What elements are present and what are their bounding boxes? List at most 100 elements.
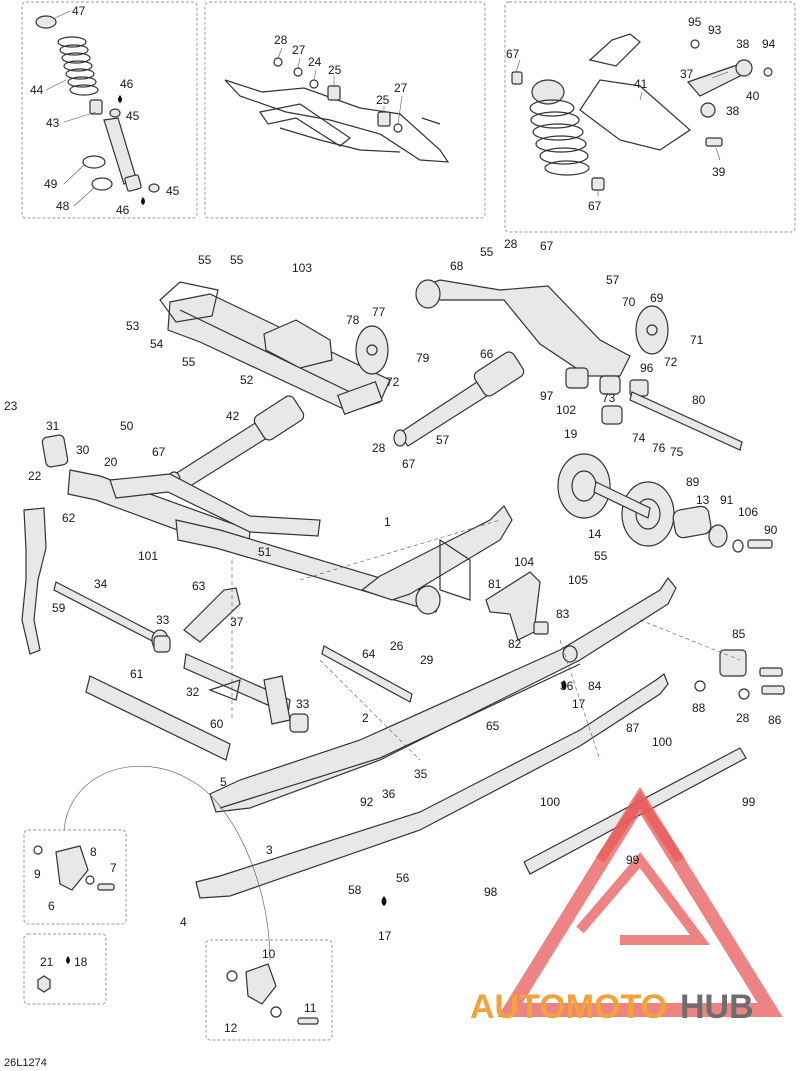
slide-rail-2: [209, 576, 677, 813]
callout-67: 67: [540, 239, 554, 253]
callout-66: 66: [480, 347, 494, 361]
inset-arm-assembly: [204, 1, 486, 219]
callout-40: 40: [746, 89, 760, 103]
callout-86: 86: [768, 713, 782, 727]
callout-46: 46: [120, 77, 134, 91]
callout-26: 26: [390, 639, 404, 653]
watermark-text-orange: AUTOMOTO: [470, 988, 667, 1026]
callout-103: 103: [292, 261, 312, 275]
wheels-19-89: [557, 453, 773, 553]
callout-87: 87: [626, 721, 640, 735]
callout-28: 28: [736, 711, 750, 725]
callout-76: 76: [652, 441, 666, 455]
inset-rear-shock-linkage: [504, 1, 796, 233]
callout-72: 72: [664, 355, 678, 369]
callout-32: 32: [186, 685, 200, 699]
callout-30: 30: [76, 443, 90, 457]
bracket-81-104: [485, 571, 549, 641]
callout-8: 8: [90, 845, 97, 859]
callout-71: 71: [690, 333, 704, 347]
callout-22: 22: [28, 469, 42, 483]
callout-59: 59: [52, 601, 66, 615]
callout-27: 27: [292, 43, 306, 57]
callout-70: 70: [622, 295, 636, 309]
callout-55: 55: [182, 355, 196, 369]
callout-82: 82: [508, 637, 522, 651]
callout-67: 67: [152, 445, 166, 459]
callout-14: 14: [588, 527, 602, 541]
callout-57: 57: [606, 273, 620, 287]
callout-96: 96: [640, 361, 654, 375]
callout-25: 25: [376, 93, 390, 107]
callout-78: 78: [346, 313, 360, 327]
callout-81: 81: [488, 577, 502, 591]
callout-20: 20: [104, 455, 118, 469]
callout-37: 37: [230, 615, 244, 629]
callout-67: 67: [402, 457, 416, 471]
callout-50: 50: [120, 419, 134, 433]
slide-rail-3: [195, 673, 669, 899]
callout-67: 67: [506, 47, 520, 61]
callout-101: 101: [138, 549, 158, 563]
arm-37-32-33: [153, 587, 309, 733]
callout-7: 7: [110, 861, 117, 875]
idler-wheels-77-69: [355, 305, 669, 375]
callout-79: 79: [416, 351, 430, 365]
callout-41: 41: [634, 77, 648, 91]
callout-39: 39: [712, 165, 726, 179]
callout-19: 19: [564, 427, 578, 441]
callout-38: 38: [726, 104, 740, 118]
callout-88: 88: [692, 701, 706, 715]
callout-36: 36: [382, 787, 396, 801]
callout-58: 58: [348, 883, 362, 897]
callout-17: 17: [378, 929, 392, 943]
callout-45: 45: [166, 184, 180, 198]
watermark-logo: AUTOMOTO HUB: [470, 786, 783, 1026]
callout-24: 24: [308, 55, 322, 69]
callout-23: 23: [4, 399, 18, 413]
callout-99: 99: [626, 853, 640, 867]
callout-47: 47: [72, 4, 86, 18]
callout-35: 35: [414, 767, 428, 781]
bellows: [529, 79, 590, 176]
callout-77: 77: [372, 305, 386, 319]
callout-55: 55: [198, 253, 212, 267]
callout-99: 99: [742, 795, 756, 809]
callout-55: 55: [480, 245, 494, 259]
callout-5: 5: [220, 775, 227, 789]
callout-93: 93: [708, 23, 722, 37]
callout-55: 55: [230, 253, 244, 267]
callout-63: 63: [192, 579, 206, 593]
callout-56: 56: [396, 871, 410, 885]
callout-38: 38: [736, 37, 750, 51]
callout-12: 12: [224, 1021, 238, 1035]
callout-60: 60: [210, 717, 224, 731]
callout-17: 17: [572, 697, 586, 711]
callout-18: 18: [74, 955, 88, 969]
callout-51: 51: [258, 545, 272, 559]
callout-65: 65: [486, 719, 500, 733]
callout-21: 21: [40, 955, 54, 969]
callout-labels: 47 44 46 45 43 49 48 45 46 28 27 24 25 2…: [4, 4, 782, 1069]
callout-11: 11: [304, 1001, 317, 1015]
callout-31: 31: [46, 419, 60, 433]
callout-46: 46: [116, 203, 130, 217]
callout-68: 68: [450, 259, 464, 273]
callout-52: 52: [240, 373, 254, 387]
diagram-code: 26L1274: [4, 1057, 47, 1069]
callout-75: 75: [670, 445, 684, 459]
callout-95: 95: [688, 15, 702, 29]
callout-85: 85: [732, 627, 746, 641]
callout-102: 102: [556, 403, 576, 417]
callout-74: 74: [632, 431, 646, 445]
axle-80: [629, 391, 743, 451]
callout-36: 36: [560, 679, 574, 693]
callout-64: 64: [362, 647, 376, 661]
callout-37: 37: [680, 67, 694, 81]
callout-4: 4: [180, 915, 187, 929]
callout-80: 80: [692, 393, 706, 407]
callout-98: 98: [484, 885, 498, 899]
callout-94: 94: [762, 37, 776, 51]
callout-69: 69: [650, 291, 664, 305]
